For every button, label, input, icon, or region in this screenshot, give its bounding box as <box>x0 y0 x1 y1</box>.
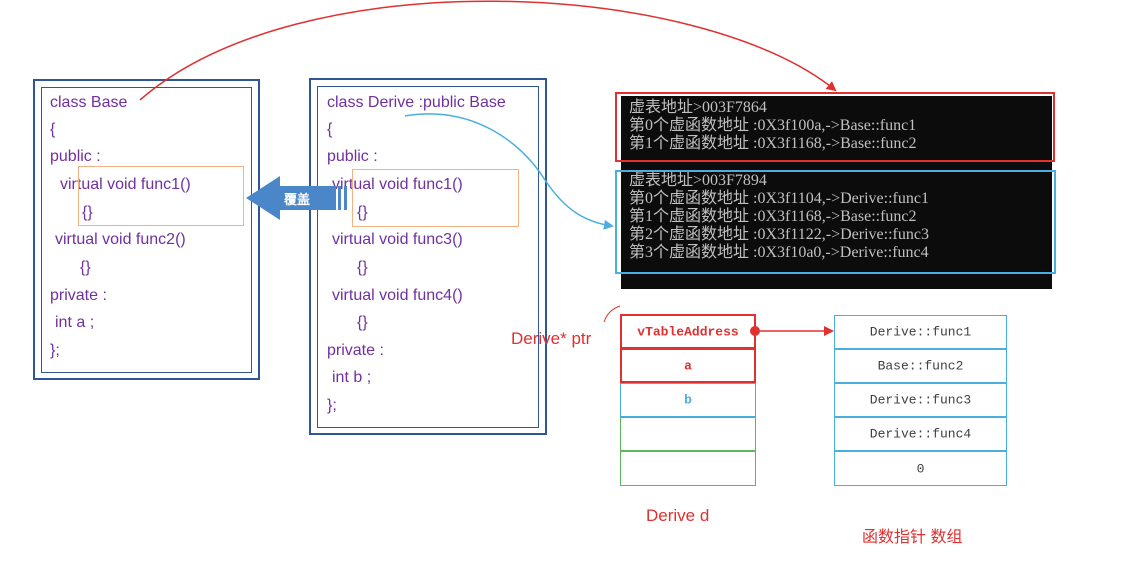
override-label: 覆盖 <box>284 192 311 207</box>
console-base-line: 第0个虚函数地址 :0X3f100a,->Base::func1 <box>629 117 917 134</box>
derive-code-line: public : <box>327 148 378 165</box>
base-code-line: {} <box>82 204 93 221</box>
base-code-line: virtual void func1() <box>60 176 191 193</box>
console-derive-line: 第0个虚函数地址 :0X3f1104,->Derive::func1 <box>629 190 929 207</box>
object-caption: Derive d <box>646 506 710 525</box>
object-cell-b: b <box>620 383 756 417</box>
pointer-arrow <box>603 305 621 323</box>
console-base-line: 虚表地址>003F7864 <box>629 99 767 116</box>
object-cell-a: a <box>620 348 756 383</box>
vtable-entry: Derive::func1 <box>834 315 1007 349</box>
base-code-line: class Base <box>50 94 128 111</box>
base-code-line: int a ; <box>55 314 95 331</box>
derive-code-line: {} <box>357 314 368 331</box>
console-derive-line: 第3个虚函数地址 :0X3f10a0,->Derive::func4 <box>629 244 929 261</box>
console-derive-output: 虚表地址>003F7894 第0个虚函数地址 :0X3f1104,->Deriv… <box>621 164 1052 289</box>
derive-code-line: }; <box>327 397 337 414</box>
derive-class-inner-box <box>317 86 539 428</box>
object-cell-empty <box>620 417 756 451</box>
derive-code-line: {} <box>357 259 368 276</box>
derive-code-line: {} <box>357 204 368 221</box>
console-base-output: 虚表地址>003F7864 第0个虚函数地址 :0X3f100a,->Base:… <box>621 96 1052 164</box>
console-base-line: 第1个虚函数地址 :0X3f1168,->Base::func2 <box>629 135 917 152</box>
derive-code-line: virtual void func3() <box>332 231 463 248</box>
vtable-entry: 0 <box>834 451 1007 486</box>
derive-code-line: private : <box>327 342 384 359</box>
derive-func1-highlight <box>352 169 519 227</box>
vtable-entry: Derive::func4 <box>834 417 1007 451</box>
base-class-box <box>33 79 260 380</box>
derive-to-console-arrow <box>404 113 614 230</box>
base-code-line: }; <box>50 342 60 359</box>
vtable-entry: Derive::func3 <box>834 383 1007 417</box>
base-code-line: {} <box>80 259 91 276</box>
console-derive-line: 第1个虚函数地址 :0X3f1168,->Base::func2 <box>629 208 917 225</box>
derive-code-line: { <box>327 121 333 138</box>
vtable-pointer-dot <box>750 326 760 336</box>
console-derive-line: 第2个虚函数地址 :0X3f1122,->Derive::func3 <box>629 226 929 243</box>
derive-code-line: class Derive :public Base <box>327 94 506 111</box>
object-cell-empty <box>620 451 756 486</box>
derive-code-line: int b ; <box>332 369 372 386</box>
base-code-line: public : <box>50 148 101 165</box>
pointer-label: Derive* ptr <box>511 329 592 348</box>
derive-code-line: virtual void func4() <box>332 287 463 304</box>
vtable-caption: 函数指针 数组 <box>862 529 963 546</box>
vtable-entry: Base::func2 <box>834 349 1007 383</box>
base-code-line: { <box>50 121 56 138</box>
derive-class-box <box>309 78 547 435</box>
base-to-console-arrow <box>139 0 837 101</box>
derive-code-line: virtual void func1() <box>332 176 463 193</box>
console-base-frame <box>615 92 1055 162</box>
console-derive-line: 虚表地址>003F7894 <box>629 172 767 189</box>
console-derive-frame <box>615 170 1056 274</box>
base-code-line: virtual void func2() <box>55 231 186 248</box>
base-func1-highlight <box>78 166 244 226</box>
base-code-line: private : <box>50 287 107 304</box>
base-class-inner-box <box>41 87 252 373</box>
